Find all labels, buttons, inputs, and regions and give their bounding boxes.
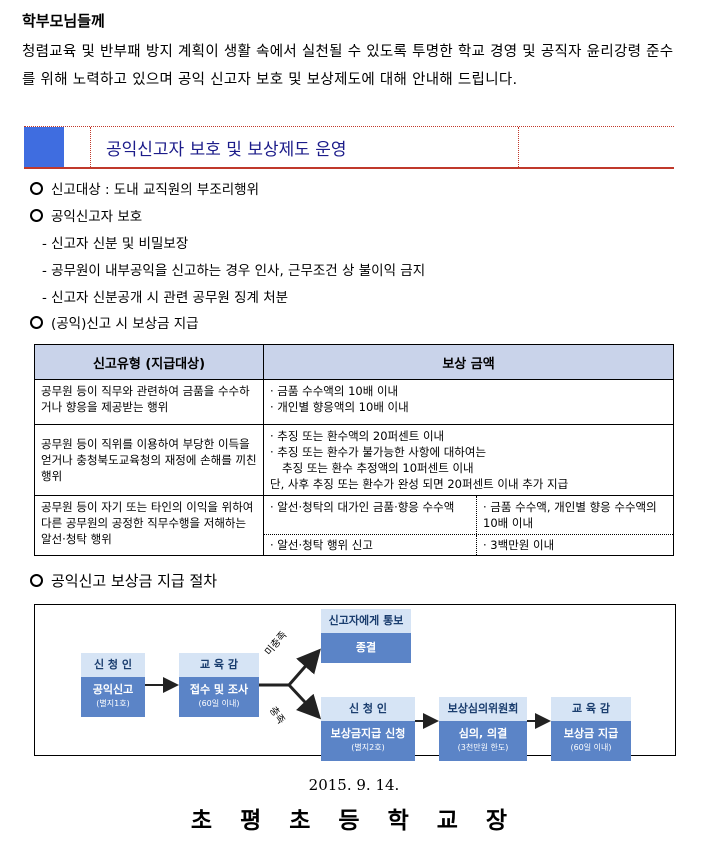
bullet-reward: (공익)신고 시 보상금 지급 (30, 312, 199, 332)
greeting: 학부모님들께 (22, 12, 105, 30)
protection-item-3: - 신고자 신분공개 시 관련 공무원 징계 처분 (42, 290, 289, 306)
flow-step-payment: 교 육 감 보상금 지급(60일 이내) (551, 697, 631, 761)
flow-step-notify: 신고자에게 통보 종결 (321, 609, 411, 663)
bullet-protection: 공익신고자 보호 (30, 205, 142, 225)
reward-table: 신고유형 (지급대상) 보상 금액 공무원 등이 직무와 관련하여 금품을 수수… (34, 344, 674, 556)
intro-paragraph: 청렴교육 및 반부패 방지 계획이 생활 속에서 실천될 수 있도록 투명한 학… (22, 44, 674, 88)
flow-step-claim: 신 청 인 보상금지급 신청(별지2호) (321, 697, 415, 761)
flow-step-committee: 보상심의위원회 심의, 의결(3천만원 한도) (439, 697, 527, 761)
section-title-box: 공익신고자 보호 및 보상제도 운영 (24, 126, 674, 169)
flow-step-applicant: 신 청 인 공익신고(별지1호) (81, 653, 145, 717)
bullet-target: 신고대상 : 도내 교직원의 부조리행위 (30, 178, 259, 198)
document-date: 2015. 9. 14. (308, 776, 400, 794)
table-header-amount: 보상 금액 (263, 344, 674, 380)
procedure-flowchart: 미충족 충족 신 청 인 공익신고(별지1호) 교 육 감 접수 및 조사(60… (34, 604, 676, 761)
protection-item-1: - 신고자 신분 및 비밀보장 (42, 236, 189, 252)
protection-item-2: - 공무원이 내부공익을 신고하는 경우 인사, 근무조건 상 불이익 금지 (42, 263, 426, 279)
flow-step-superintendent: 교 육 감 접수 및 조사(60일 이내) (179, 653, 259, 717)
flow-arrows (145, 648, 551, 729)
circle-bullet-icon (30, 316, 43, 329)
title-accent-block (24, 127, 64, 167)
circle-bullet-icon (30, 574, 43, 587)
circle-bullet-icon (30, 182, 43, 195)
table-row: 공무원 등이 자기 또는 타인의 이익을 위하여 다른 공무원의 공정한 직무수… (34, 495, 674, 556)
table-header-type: 신고유형 (지급대상) (34, 344, 264, 380)
table-row: 공무원 등이 직위를 이용하여 부당한 이득을 얻거나 충청북도교육청의 재정에… (34, 424, 674, 496)
section-title: 공익신고자 보호 및 보상제도 운영 (106, 140, 347, 160)
circle-bullet-icon (30, 209, 43, 222)
table-row: 공무원 등이 직무와 관련하여 금품을 수수하거나 향응을 제공받는 행위 · … (34, 379, 674, 425)
procedure-heading: 공익신고 보상금 지급 절차 (30, 570, 217, 591)
signature-principal: 초 평 초 등 학 교 장 (190, 808, 518, 834)
